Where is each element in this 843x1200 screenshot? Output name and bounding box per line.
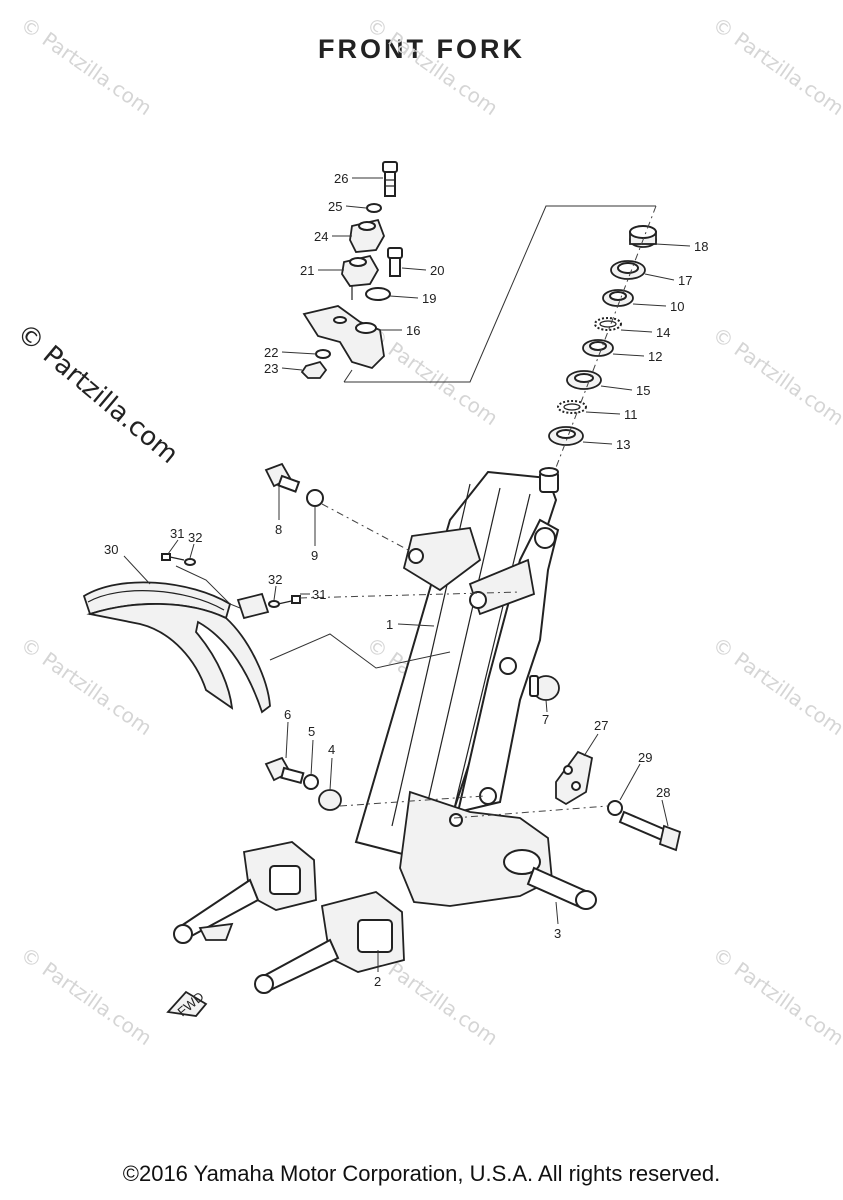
page-title: FRONT FORK	[318, 34, 525, 64]
part-16-bracket[interactable]	[302, 305, 385, 370]
part-27-bracket[interactable]	[555, 750, 594, 806]
callout-9: 9	[311, 548, 318, 563]
callout-20: 20	[430, 263, 444, 278]
bolt-axis-line	[321, 503, 413, 553]
part-23-nut[interactable]	[300, 360, 328, 379]
callout-4: 4	[328, 742, 335, 757]
part-31-bolt[interactable]	[161, 553, 185, 561]
copyright-footer: ©2016 Yamaha Motor Corporation, U.S.A. A…	[122, 1161, 721, 1186]
callout-29: 29	[638, 750, 652, 765]
callout-22: 22	[264, 345, 278, 360]
part-7-cap[interactable]	[529, 675, 560, 701]
part-21-lower-clamp[interactable]	[341, 254, 380, 300]
part-28-bolt[interactable]	[618, 810, 682, 852]
part-32b-washer[interactable]	[268, 600, 280, 608]
part-24-upper-clamp[interactable]	[349, 218, 385, 253]
callout-2: 2	[374, 974, 381, 989]
callout-17: 17	[678, 273, 692, 288]
callout-12: 12	[648, 349, 662, 364]
callout-6: 6	[284, 707, 291, 722]
callout-16: 16	[406, 323, 420, 338]
callout-3: 3	[554, 926, 561, 941]
callout-13: 13	[616, 437, 630, 452]
part-12-bearing-race[interactable]	[582, 339, 614, 357]
callout-23: 23	[264, 361, 278, 376]
callout-31: 31	[170, 526, 184, 541]
callout-32b: 32	[268, 572, 282, 587]
part-3-axle[interactable]	[526, 866, 597, 910]
callout-5: 5	[308, 724, 315, 739]
callout-21: 21	[300, 263, 314, 278]
part-11-ball-bearing[interactable]	[557, 400, 587, 414]
assembly-bracket-line	[344, 205, 656, 383]
callout-32: 32	[188, 530, 202, 545]
bolt-axis-line	[339, 795, 485, 807]
part-2-suspension-link[interactable]	[173, 841, 405, 994]
part-30-fender[interactable]	[82, 581, 271, 714]
callout-26: 26	[334, 171, 348, 186]
callout-leaders	[123, 177, 691, 972]
callout-27: 27	[594, 718, 608, 733]
part-25-washer[interactable]	[366, 203, 382, 213]
callout-19: 19	[422, 291, 436, 306]
part-15-race[interactable]	[566, 370, 602, 390]
callout-14: 14	[656, 325, 670, 340]
part-6-bolt[interactable]	[264, 756, 305, 785]
part-20-bolt[interactable]	[387, 247, 403, 277]
fender-mount-leader	[269, 633, 451, 669]
fender-bracket	[236, 592, 270, 620]
fender-axis-line	[299, 591, 521, 599]
callout-30: 30	[104, 542, 118, 557]
part-4-washer[interactable]	[318, 789, 342, 811]
callout-31b: 31	[312, 587, 326, 602]
part-5-washer[interactable]	[303, 774, 319, 790]
part-22-washer[interactable]	[315, 349, 331, 359]
part-26-bolt[interactable]	[382, 161, 398, 197]
callout-1: 1	[386, 617, 393, 632]
callout-15: 15	[636, 383, 650, 398]
part-17-washer[interactable]	[610, 260, 646, 280]
part-10-race-cover[interactable]	[602, 289, 634, 307]
part-32-washer[interactable]	[184, 558, 196, 566]
callout-11: 11	[624, 407, 638, 422]
handlebar-clamp-assembly	[300, 161, 403, 379]
callout-28: 28	[656, 785, 670, 800]
callout-24: 24	[314, 229, 328, 244]
callout-10: 10	[670, 299, 684, 314]
part-8-bolt[interactable]	[264, 462, 301, 493]
callout-25: 25	[328, 199, 342, 214]
callout-7: 7	[542, 712, 549, 727]
part-18-ring-nut[interactable]	[629, 225, 657, 248]
stem-axis-line	[551, 205, 657, 479]
steering-bearing-stack	[548, 205, 657, 479]
part-13-dust-seal[interactable]	[548, 426, 584, 446]
part-9-washer[interactable]	[306, 489, 324, 507]
fwd-arrow-icon: FWD	[166, 989, 208, 1019]
part-19-washer[interactable]	[365, 287, 391, 301]
part-14-ball-bearing[interactable]	[594, 317, 622, 331]
part-31b-screw[interactable]	[277, 595, 301, 605]
callout-8: 8	[275, 522, 282, 537]
fender-hardware	[161, 553, 301, 620]
assembly-bracket-line	[343, 369, 353, 383]
part-29-washer[interactable]	[607, 800, 623, 816]
callout-18: 18	[694, 239, 708, 254]
part-1-fork-body[interactable]	[354, 467, 560, 907]
callout-labels: 26 25 24 21 20 19 16 22 23 18 17 10 14 1…	[104, 171, 708, 989]
